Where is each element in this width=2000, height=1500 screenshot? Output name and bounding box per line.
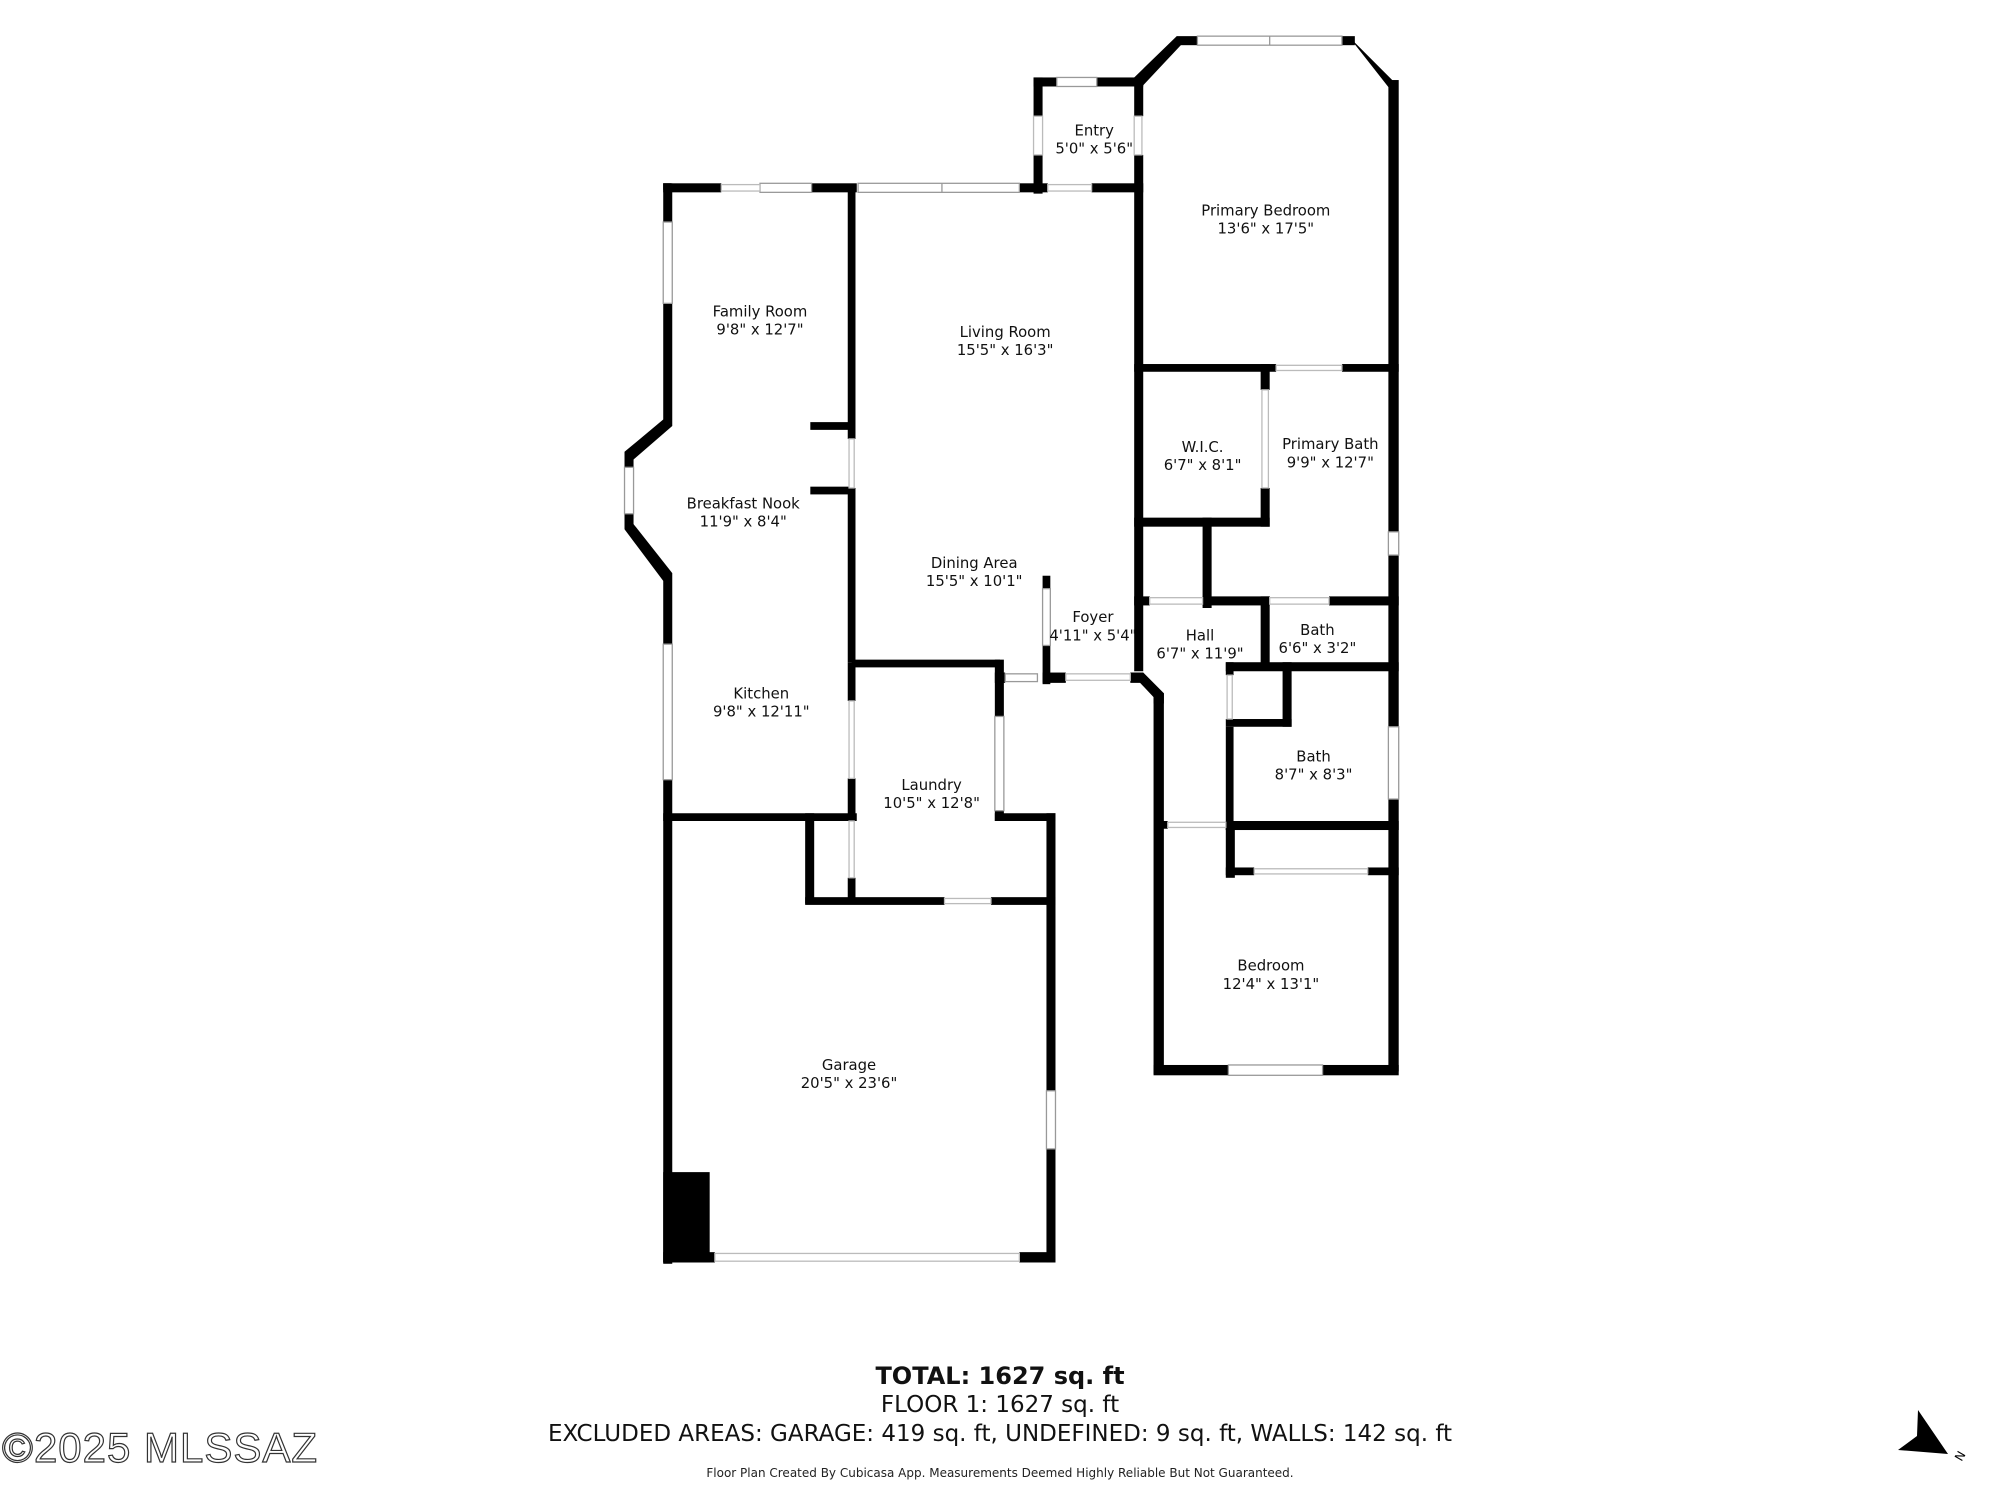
- excluded-areas: EXCLUDED AREAS: GARAGE: 419 sq. ft, UNDE…: [547, 1421, 1453, 1447]
- disclaimer: Floor Plan Created By Cubicasa App. Meas…: [706, 1466, 1294, 1480]
- windows: [623, 35, 1400, 1150]
- door-openings: [714, 115, 1369, 1262]
- walls: [624, 36, 1399, 1264]
- north-arrow-icon: N: [1898, 1410, 1969, 1464]
- mls-watermark: ©2025 MLSSAZ: [1, 1423, 319, 1471]
- floor-1-area: FLOOR 1: 1627 sq. ft: [880, 1392, 1120, 1418]
- total-area: TOTAL: 1627 sq. ft: [875, 1362, 1125, 1390]
- svg-text:N: N: [1952, 1449, 1969, 1464]
- room-wic: W.I.C.6'7" x 8'1": [1164, 439, 1242, 474]
